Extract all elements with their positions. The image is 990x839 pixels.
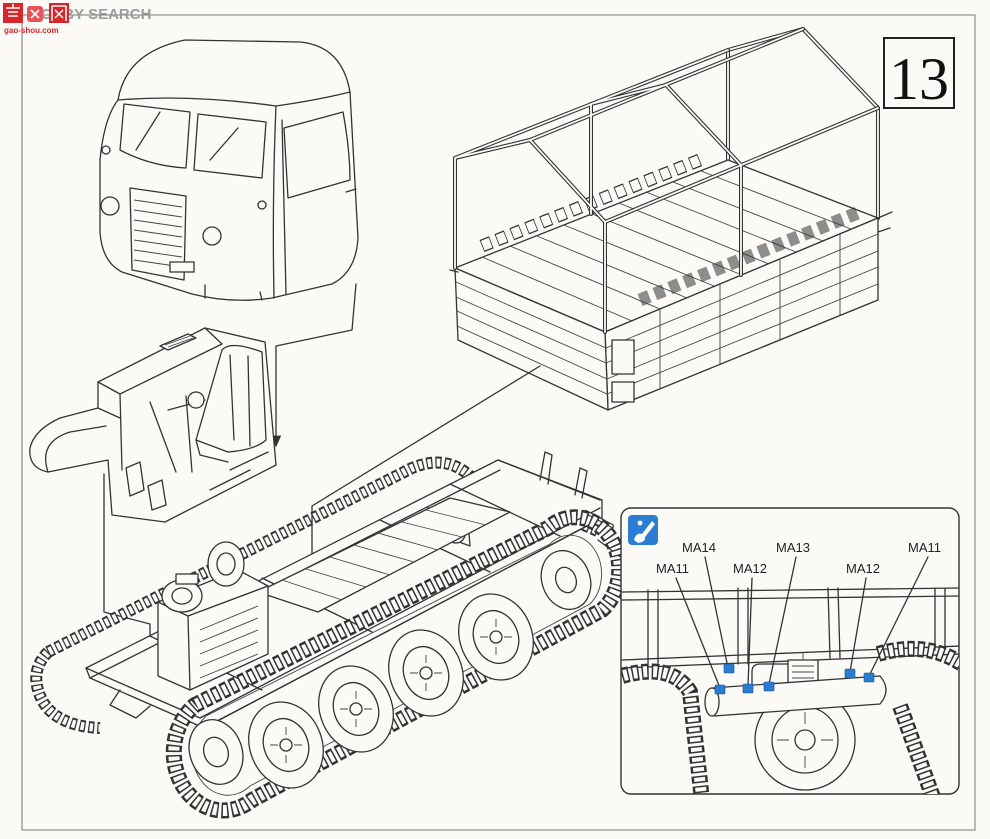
bench-seats <box>479 151 863 307</box>
cab-roof-edge <box>117 91 351 299</box>
road-wheel-1 <box>248 701 324 789</box>
drive-sprocket <box>188 719 244 785</box>
clamp-ma11-left <box>714 684 726 695</box>
side-window <box>283 111 351 199</box>
part-labels: MA14 MA11 MA12 MA13 MA12 MA11 <box>656 540 941 576</box>
logo-text: HOBBY SEARCH <box>30 6 151 23</box>
watermark-logo: HOBBY SEARCH gao-shou.com <box>3 3 151 35</box>
cooling-fins <box>199 605 259 679</box>
clamp-ma12-right <box>844 668 856 679</box>
cab-floor-assembly <box>29 327 277 523</box>
exhaust-pipe <box>751 663 791 691</box>
step-number: 13 <box>889 46 949 112</box>
tracked-chassis <box>30 451 628 819</box>
canopy-frame-front <box>453 27 880 334</box>
label-ma11-right: MA11 <box>908 540 941 555</box>
chassis-cargo-floor <box>257 497 511 613</box>
muffler-bracket <box>787 652 819 685</box>
left-headlight <box>100 196 120 216</box>
label-ma12-right: MA12 <box>846 561 880 576</box>
label-ma11-left: MA11 <box>656 561 689 576</box>
detail-inset: MA14 MA11 MA12 MA13 MA12 MA11 <box>620 507 960 795</box>
clamp-ma11-right <box>863 672 875 683</box>
side-wall-planks <box>605 233 879 395</box>
callout-leaders <box>675 556 929 689</box>
road-wheel-3 <box>388 629 464 717</box>
fender-loop <box>44 425 107 473</box>
label-ma14: MA14 <box>682 540 716 555</box>
clamp-ma14 <box>723 663 735 674</box>
inset-road-wheel <box>754 689 856 791</box>
cab-door <box>281 119 357 295</box>
tow-hook <box>109 689 151 719</box>
left-windshield <box>119 103 191 169</box>
wipers <box>135 111 239 161</box>
step-number-box: 13 <box>883 37 955 112</box>
inset-bed-frame <box>621 587 959 669</box>
cab <box>99 39 359 301</box>
road-wheel-2 <box>318 665 394 753</box>
tailgate-planks <box>455 281 608 395</box>
page-frame <box>21 14 976 831</box>
watermark-url: gao-shou.com <box>4 26 59 35</box>
clamp-parts <box>714 663 875 695</box>
muffler <box>704 675 887 717</box>
dash-panel <box>97 327 223 471</box>
paint-brush-icon <box>628 515 658 545</box>
chinese-logo-mark <box>3 3 69 23</box>
road-wheel-4 <box>458 593 534 681</box>
engine <box>157 541 269 691</box>
label-ma12-left: MA12 <box>733 561 767 576</box>
cargo-bed <box>449 27 893 411</box>
tailgate-hinges <box>449 211 893 403</box>
rear-uprights <box>539 451 588 499</box>
clamp-ma12-left <box>742 683 754 694</box>
radiator-grille <box>129 187 187 281</box>
inset-left-track <box>621 663 710 794</box>
bed-tailgate <box>454 267 609 411</box>
cab-step <box>169 261 195 273</box>
pedals <box>125 461 167 511</box>
dash-vent <box>159 333 197 351</box>
right-headlight <box>202 226 222 246</box>
clamp-ma13 <box>763 681 775 692</box>
idler-wheel <box>540 549 592 611</box>
floor-slats <box>481 170 852 322</box>
inset-right-track <box>875 640 959 794</box>
label-ma13: MA13 <box>776 540 810 555</box>
cab-arrow <box>270 283 357 448</box>
right-windshield <box>193 113 267 179</box>
